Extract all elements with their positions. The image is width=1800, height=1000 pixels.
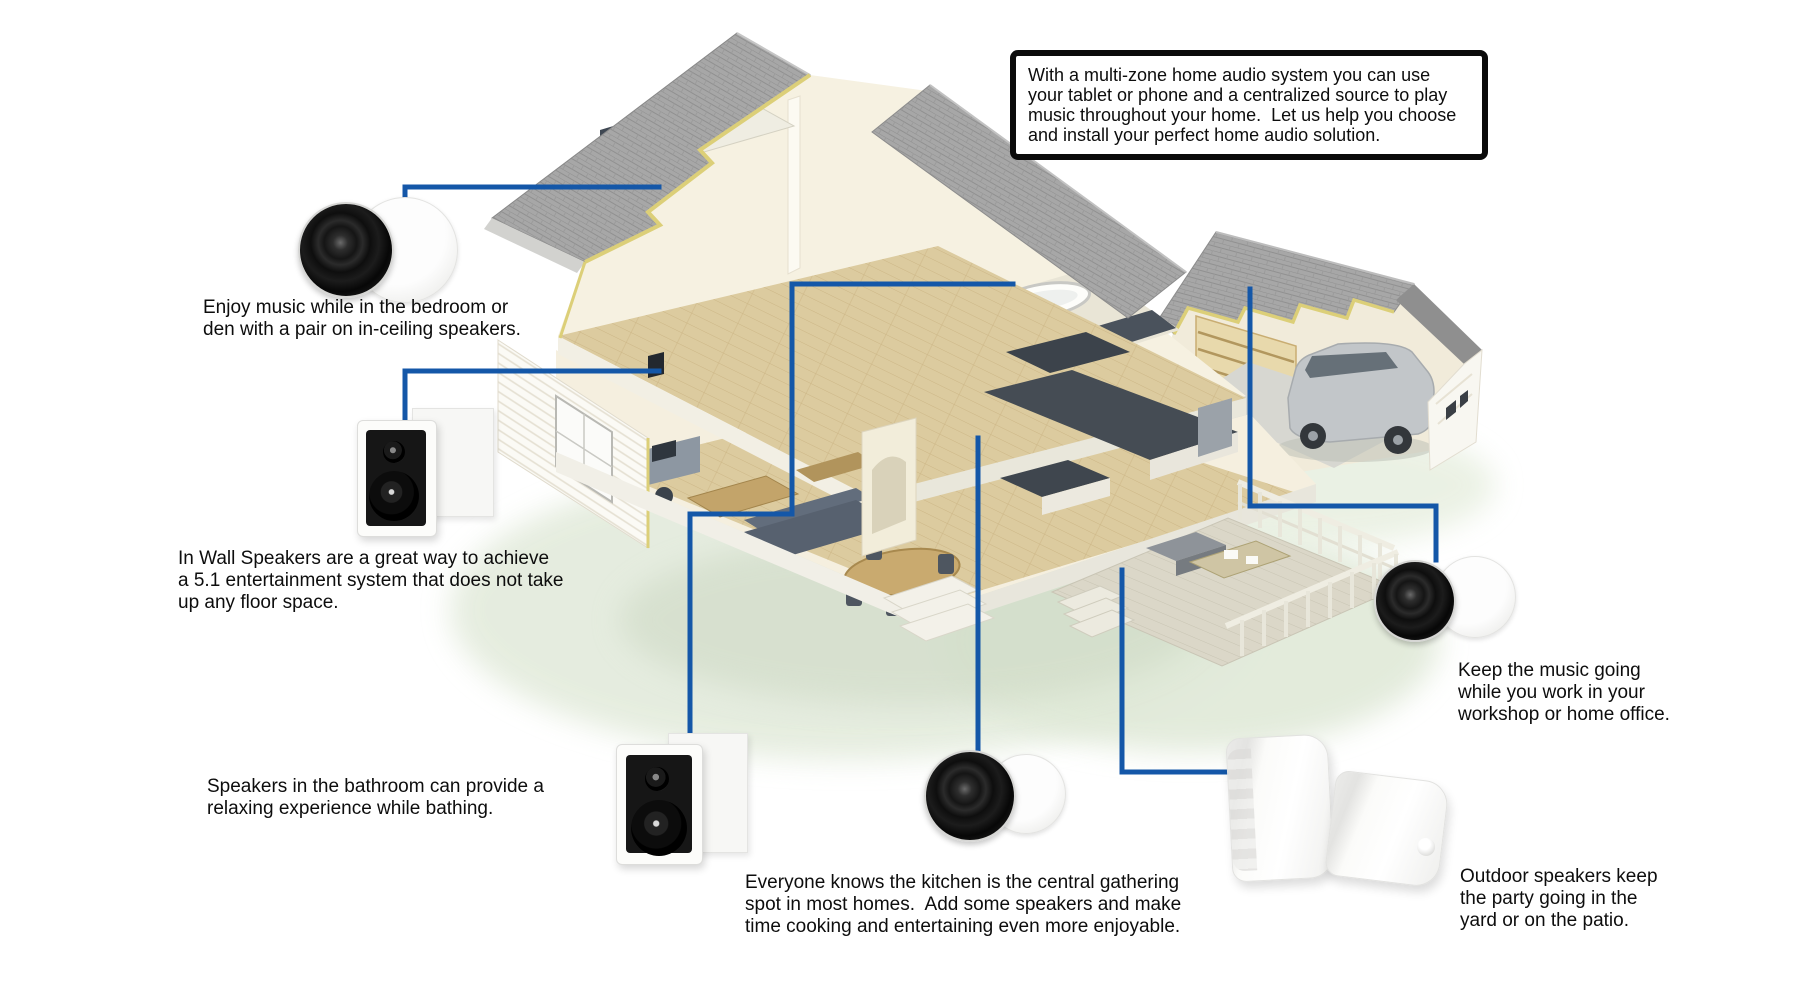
caption-in-wall: In Wall Speakers are a great way to achi… bbox=[178, 548, 564, 614]
caption-bathroom: Speakers in the bathroom can provide a r… bbox=[207, 776, 544, 820]
caption-outdoor: Outdoor speakers keep the party going in… bbox=[1460, 866, 1658, 932]
speaker-tweeter bbox=[645, 767, 669, 791]
caption-line: spot in most homes. Add some speakers an… bbox=[745, 894, 1182, 915]
bathroom-in-wall-speaker-image bbox=[612, 728, 752, 868]
caption-line: relaxing experience while bathing. bbox=[207, 798, 494, 819]
info-box-line: With a multi-zone home audio system you … bbox=[1028, 65, 1431, 85]
caption-line: Speakers in the bathroom can provide a bbox=[207, 776, 544, 797]
callout-line-outdoor bbox=[1119, 567, 1235, 775]
speaker-driver bbox=[924, 750, 1016, 842]
caption-line: a 5.1 entertainment system that does not… bbox=[178, 570, 564, 591]
caption-line: time cooking and entertaining even more … bbox=[745, 916, 1181, 937]
caption-line: while you work in your bbox=[1458, 682, 1645, 703]
caption-line: Everyone knows the kitchen is the centra… bbox=[745, 872, 1180, 893]
caption-workshop: Keep the music going while you work in y… bbox=[1458, 660, 1670, 726]
info-box-line: music throughout your home. Let us help … bbox=[1028, 105, 1457, 125]
speaker-woofer bbox=[369, 471, 419, 521]
caption-line: In Wall Speakers are a great way to achi… bbox=[178, 548, 550, 569]
speaker-driver bbox=[298, 202, 394, 298]
speaker-tweeter bbox=[383, 441, 405, 463]
callout-line-workshop bbox=[1247, 286, 1439, 563]
caption-line: Enjoy music while in the bedroom or bbox=[203, 297, 509, 318]
caption-kitchen: Everyone knows the kitchen is the centra… bbox=[745, 872, 1181, 938]
caption-line: den with a pair on in-ceiling speakers. bbox=[203, 319, 521, 340]
caption-bedroom: Enjoy music while in the bedroom or den … bbox=[203, 297, 521, 341]
speaker-knob bbox=[1416, 836, 1437, 857]
callout-line-in-wall bbox=[402, 368, 662, 424]
wall-speaker-in-den bbox=[648, 352, 664, 378]
outdoor-speaker-right-image bbox=[1323, 769, 1451, 889]
caption-line: Keep the music going bbox=[1458, 660, 1641, 681]
callout-line-bathroom bbox=[687, 281, 1016, 739]
in-ceiling-speaker-workshop-image bbox=[1372, 552, 1518, 648]
in-ceiling-speaker-kitchen-image bbox=[922, 746, 1074, 846]
info-box: With a multi-zone home audio system you … bbox=[1010, 50, 1488, 160]
speaker-grille-ridges bbox=[1226, 748, 1258, 872]
caption-line: workshop or home office. bbox=[1458, 704, 1670, 725]
outdoor-speaker-left-image bbox=[1225, 733, 1335, 883]
caption-line: up any floor space. bbox=[178, 592, 339, 613]
in-ceiling-speaker-bedroom-image bbox=[298, 192, 463, 304]
info-box-line: and install your perfect home audio solu… bbox=[1028, 125, 1381, 145]
callout-lines bbox=[402, 184, 1439, 775]
caption-line: Outdoor speakers keep bbox=[1460, 866, 1658, 887]
garage bbox=[1157, 231, 1483, 472]
info-box-line: your tablet or phone and a centralized s… bbox=[1028, 85, 1448, 105]
caption-line: yard or on the patio. bbox=[1460, 910, 1629, 931]
in-wall-speaker-image bbox=[352, 404, 497, 544]
speaker-woofer bbox=[631, 800, 687, 856]
caption-line: the party going in the bbox=[1460, 888, 1638, 909]
speaker-driver bbox=[1374, 560, 1456, 642]
